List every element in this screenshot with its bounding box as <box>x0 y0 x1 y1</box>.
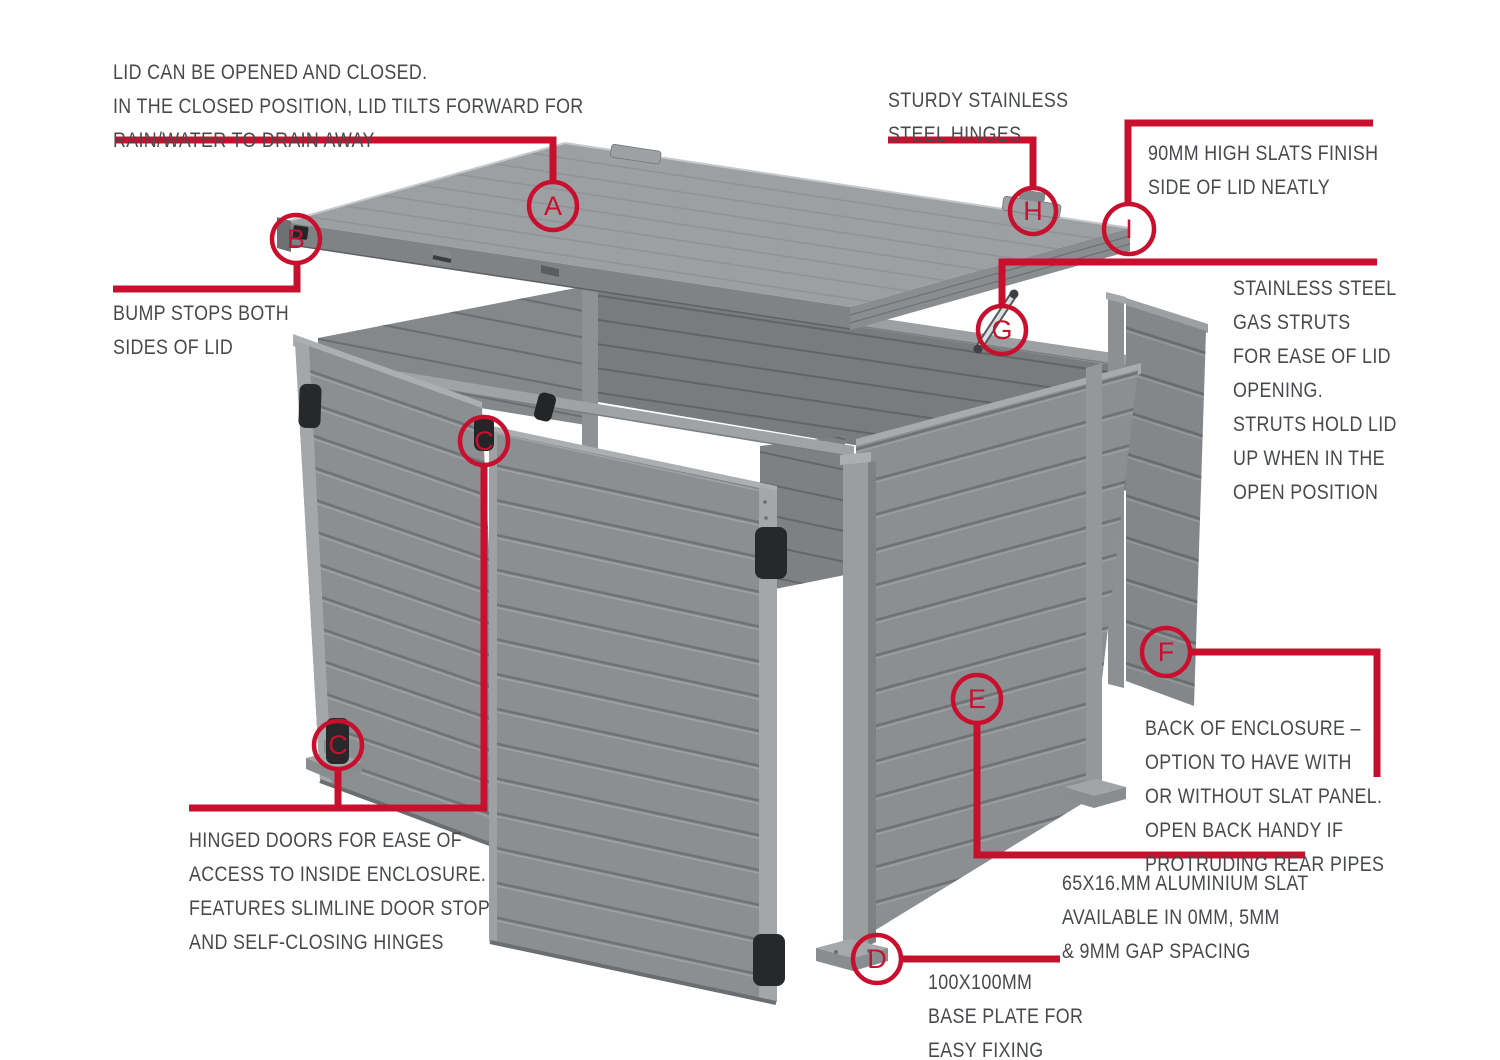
door-stile-right <box>759 487 777 1002</box>
callout-line-g <box>998 258 1377 306</box>
back-corner-post <box>1086 363 1102 801</box>
strut-mount-top <box>1009 289 1019 299</box>
callout-letter-f: F <box>1158 637 1175 667</box>
callout-text-doors: HINGED DOORS FOR EASE OF ACCESS TO INSID… <box>189 829 491 954</box>
hinge-base-plate-edge <box>306 758 362 781</box>
callout-line-i <box>1124 119 1373 205</box>
callout-letter-a: A <box>544 191 562 221</box>
screw <box>764 516 768 520</box>
callout-text-slats-lid: 90MM HIGH SLATS FINISH SIDE OF LID NEATL… <box>1148 142 1379 199</box>
fascia-edge <box>284 243 851 330</box>
door-stile <box>295 341 332 785</box>
slat-lines <box>489 431 777 1002</box>
hinge-knuckle <box>1018 189 1046 203</box>
callout-line-b <box>113 262 301 293</box>
side-slat-line <box>849 243 1131 324</box>
middle-door <box>487 425 787 1005</box>
lid-side-slats-90mm <box>850 228 1130 330</box>
callout-line-h <box>888 136 1037 188</box>
callout-letters: A B C C D E F G H I <box>287 191 1174 974</box>
slat-lines <box>285 143 1130 307</box>
callout-text-lid: LID CAN BE OPENED AND CLOSED. IN THE CLO… <box>113 61 584 152</box>
door-bottom-edge <box>489 940 777 1005</box>
base-plate <box>1064 779 1126 796</box>
callout-letter-h: H <box>1023 196 1043 226</box>
self-closing-hinge <box>326 718 349 764</box>
strut-mount-bottom <box>973 344 983 354</box>
post-cap <box>840 452 871 465</box>
post-face <box>843 458 868 950</box>
callout-letter-d: D <box>867 944 887 974</box>
callout-letter-e: E <box>968 684 986 714</box>
door-stile-left <box>489 431 497 943</box>
door-stop <box>534 392 556 422</box>
callout-lines <box>113 119 1381 963</box>
bolt-hole <box>834 950 838 954</box>
callout-marker-g <box>975 303 1029 357</box>
slat-lines <box>1126 305 1206 706</box>
callout-text-slat-size: 65X16.MM ALUMINIUM SLAT AVAILABLE IN 0MM… <box>1062 872 1309 963</box>
slimline-door-stop <box>474 417 494 451</box>
lid-front-fascia <box>285 222 850 329</box>
callout-line-a <box>115 136 557 182</box>
lid <box>277 141 1131 330</box>
callout-text-bump-stops: BUMP STOPS BOTH SIDES OF LID <box>113 302 290 359</box>
callout-marker-i <box>1101 201 1157 257</box>
callout-marker-c-upper <box>457 414 511 468</box>
callout-text-hinges: STURDY STAINLESS STEEL HINGES <box>888 89 1069 146</box>
lid-back-edge-highlight <box>284 141 1131 229</box>
door-hinge-top <box>298 383 322 429</box>
bolt-hole <box>867 949 871 953</box>
door-bottom-edge <box>319 779 504 851</box>
strut-rod <box>976 292 1016 351</box>
callout-line-f <box>1190 648 1381 777</box>
base-plate-edge <box>1064 787 1126 808</box>
callout-text-back-panel: BACK OF ENCLOSURE – OPTION TO HAVE WITH … <box>1145 717 1385 876</box>
side-slat-line <box>849 235 1131 316</box>
rail-face <box>330 360 854 457</box>
callout-marker-d <box>850 932 904 986</box>
lid-catch <box>541 265 559 277</box>
post-cap <box>1106 292 1126 304</box>
callout-markers <box>269 179 1193 986</box>
bump-stop-pad <box>432 255 452 263</box>
callout-letter-c-lower: C <box>328 730 348 760</box>
post-side <box>868 460 876 946</box>
panel-cap <box>1126 298 1208 333</box>
callout-text-gas-struts: STAINLESS STEEL GAS STRUTS FOR EASE OF L… <box>1233 277 1397 504</box>
callout-marker-b <box>269 212 323 266</box>
self-closing-hinge-top <box>755 527 787 579</box>
callout-line-c <box>189 465 488 812</box>
callout-marker-f <box>1139 625 1193 679</box>
left-door <box>293 334 504 851</box>
callout-line-e <box>973 723 1305 859</box>
bump-stop-left <box>292 225 309 240</box>
back-left-post <box>580 270 600 470</box>
gas-strut <box>973 289 1019 354</box>
callout-marker-h <box>1007 185 1059 237</box>
callout-letter-c-upper: C <box>474 426 494 456</box>
callout-marker-e <box>950 672 1004 726</box>
callout-letter-i: I <box>1125 214 1133 244</box>
right-side-wall <box>856 363 1141 942</box>
base-plate <box>816 939 888 958</box>
screw <box>763 500 767 504</box>
front-right-post <box>816 452 888 971</box>
post-face <box>582 274 598 470</box>
callout-marker-a <box>526 179 580 233</box>
lid-corner-cap <box>277 217 291 252</box>
self-closing-hinge-bottom <box>753 934 785 986</box>
callout-letter-b: B <box>287 224 305 254</box>
callout-marker-c-lower <box>311 718 365 772</box>
callout-letter-g: G <box>991 315 1012 345</box>
stainless-hinge-left <box>610 144 662 165</box>
callout-text-base-plate: 100X100MM BASE PLATE FOR EASY FIXING <box>928 971 1084 1060</box>
